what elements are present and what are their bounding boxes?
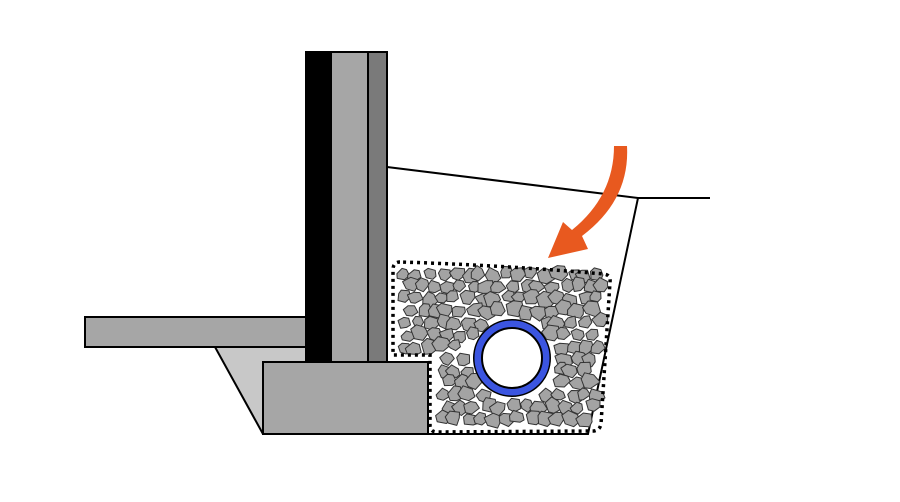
gravel-stone (529, 305, 548, 322)
gravel-bed (396, 265, 609, 429)
gravel-stone (451, 305, 466, 318)
gravel-stone (575, 412, 593, 428)
gravel-stone (466, 326, 480, 341)
gravel-stone (445, 316, 462, 331)
gravel-stone (569, 401, 584, 415)
gravel-stone (473, 411, 487, 426)
gravel-stone (437, 268, 452, 282)
gravel-stone (463, 401, 480, 415)
gravel-stone (490, 281, 507, 294)
gravel-stone (414, 277, 430, 293)
gravel-stone (447, 339, 461, 352)
gravel-stone (500, 265, 514, 279)
gravel-stone (541, 324, 561, 342)
water-flow-arrow-icon (548, 146, 628, 258)
gravel-stone (560, 363, 578, 379)
gravel-stone (525, 410, 542, 426)
filter-fabric (391, 260, 612, 434)
gravel-stone (592, 277, 609, 293)
foundation-wall (330, 51, 369, 363)
gravel-stone (505, 280, 520, 293)
drain-pipe-wall (474, 320, 550, 396)
gravel-stone (439, 351, 455, 366)
gravel-stone (489, 301, 506, 317)
gravel-stone (556, 326, 571, 340)
gravel-stone (442, 373, 458, 387)
gravel-stone (459, 289, 476, 305)
gravel-stone (410, 324, 429, 341)
floor-slab (84, 316, 307, 348)
drain-pipe-inner (481, 327, 543, 389)
gravel-stone (431, 336, 452, 352)
gravel-stone (402, 305, 419, 317)
gravel-stone (423, 267, 437, 280)
gravel-stone (564, 315, 577, 329)
gravel-stone (580, 372, 601, 389)
gravel-stone (550, 387, 566, 401)
gravel-stone (567, 302, 584, 319)
gravel-stone (571, 276, 586, 292)
gravel-stone (446, 290, 459, 303)
gravel-stone (552, 373, 571, 388)
gravel-stone (435, 387, 451, 401)
gravel-stone (483, 412, 502, 429)
waterproofing-membrane (305, 51, 332, 363)
gravel-stone (470, 265, 486, 282)
gravel-stone (509, 409, 525, 423)
gravel-stone (547, 411, 565, 427)
gravel-stone (585, 328, 599, 341)
gravel-stone (456, 352, 471, 367)
footing (262, 361, 429, 435)
gravel-stone (577, 387, 591, 401)
gravel-stone (444, 410, 460, 426)
gravel-stone (570, 328, 585, 341)
gravel-stone (457, 385, 476, 402)
gravel-stone (397, 316, 411, 329)
gravel-stone (452, 279, 467, 293)
gravel-stone (518, 305, 533, 321)
wall-insulation (367, 51, 388, 363)
gravel-stone (578, 315, 593, 329)
gravel-stone (590, 339, 606, 355)
gravel-stone (427, 279, 442, 294)
gravel-stone (561, 409, 581, 428)
gravel-stone (406, 291, 424, 304)
gravel-stone (396, 267, 410, 281)
gravel-stone (585, 398, 601, 412)
gravel-stone (397, 289, 412, 303)
